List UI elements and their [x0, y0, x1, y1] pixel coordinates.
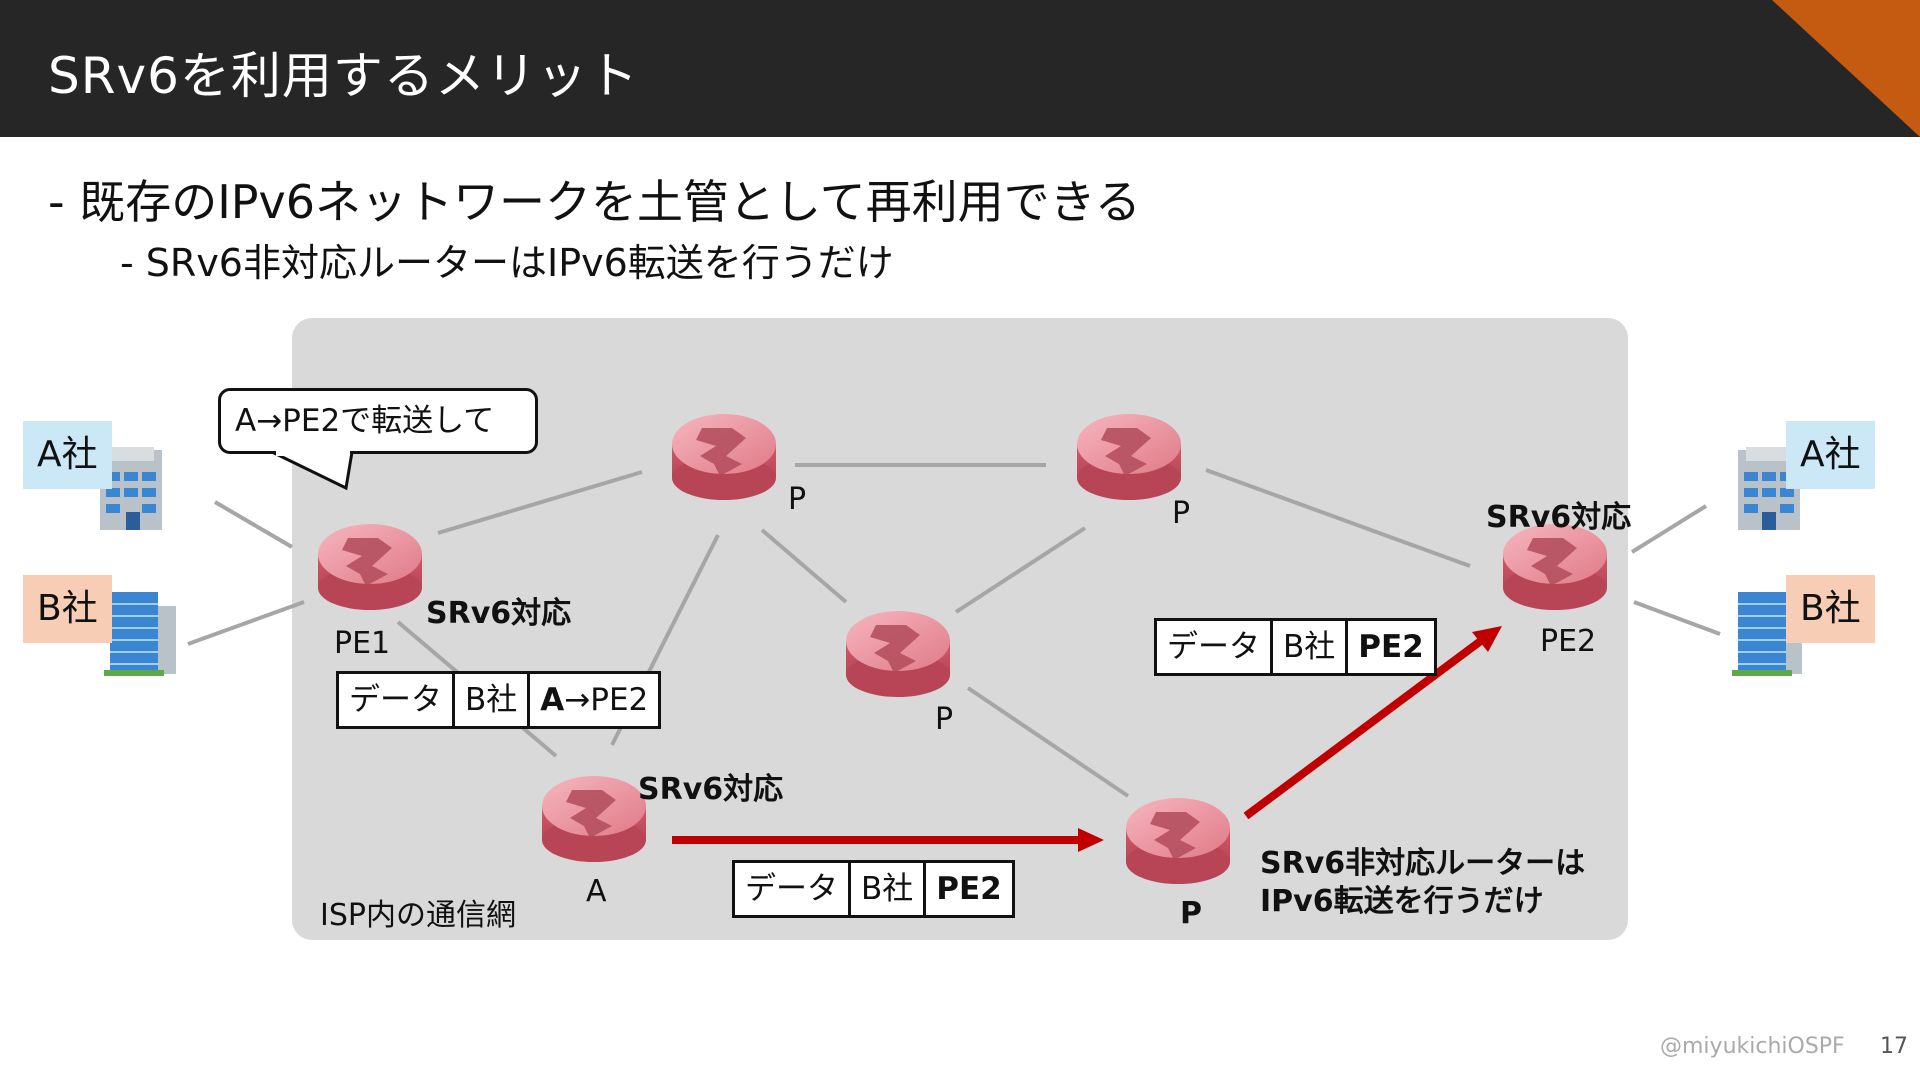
non-srv6-note-line2: IPv6転送を行うだけ [1260, 884, 1544, 919]
header-accent-corner [1772, 0, 1920, 137]
packet-right-data: データ [1157, 621, 1273, 673]
router-label-p-top-left: P [788, 482, 807, 517]
router-label-p-top-right: P [1172, 496, 1191, 531]
packet-right-destination: PE2 [1358, 629, 1424, 665]
packet-pe1-segment: A→PE2 [530, 674, 658, 726]
srv6-label-pe2: SRv6対応 [1486, 500, 1632, 535]
packet-bottom-destination: PE2 [936, 871, 1002, 907]
bullet-main: - 既存のIPv6ネットワークを土管として再利用できる [48, 175, 1141, 229]
packet-bottom-data: データ [735, 863, 851, 915]
company-label-left-a: A社 [23, 421, 112, 489]
packet-bottom: データ B社 PE2 [732, 860, 1015, 918]
packet-bottom-company: B社 [851, 863, 927, 915]
packet-pe1-company: B社 [455, 674, 531, 726]
forwarding-arrows [672, 626, 1502, 852]
router-p-middle-icon [846, 611, 950, 697]
company-label-right-b: B社 [1786, 575, 1875, 643]
packet-pe1-segment-end: →PE2 [564, 682, 649, 718]
network-label: ISP内の通信網 [320, 898, 516, 933]
speech-bubble: A→PE2で転送して [218, 388, 538, 454]
company-label-left-b: B社 [23, 575, 112, 643]
router-label-p-middle: P [935, 702, 954, 737]
non-srv6-note-line1: SRv6非対応ルーターは [1260, 846, 1586, 881]
footer-handle: @miyukichiOSPF [1660, 1034, 1845, 1059]
speech-bubble-joint [276, 450, 350, 456]
router-p-top-right-icon [1077, 414, 1181, 500]
router-label-pe1: PE1 [334, 626, 391, 661]
router-pe1-icon [318, 524, 422, 610]
slide-title: SRv6を利用するメリット [48, 47, 639, 105]
router-label-a: A [586, 874, 607, 909]
packet-pe1-segment-start: A [540, 682, 565, 718]
packet-right-company: B社 [1273, 621, 1349, 673]
router-p-bottom-icon [1126, 798, 1230, 884]
bullet-sub: - SRv6非対応ルーターはIPv6転送を行うだけ [120, 241, 894, 285]
srv6-label-pe1: SRv6対応 [426, 596, 572, 631]
slide-header: SRv6を利用するメリット [0, 0, 1920, 137]
speech-bubble-tail [271, 450, 354, 491]
page-number: 17 [1880, 1034, 1908, 1059]
router-a-icon [542, 776, 646, 862]
packet-pe1-data: データ [339, 674, 455, 726]
router-p-top-left-icon [672, 414, 776, 500]
building-icon-left-b [104, 592, 176, 676]
router-label-p-bottom: P [1180, 896, 1202, 931]
srv6-label-a: SRv6対応 [638, 772, 784, 807]
building-icon-right-a [1738, 447, 1800, 530]
packet-right: データ B社 PE2 [1154, 618, 1437, 676]
router-pe2-icon [1503, 524, 1607, 610]
packet-pe1: データ B社 A→PE2 [336, 671, 662, 729]
router-label-pe2: PE2 [1540, 624, 1597, 659]
company-label-right-a: A社 [1786, 421, 1875, 489]
